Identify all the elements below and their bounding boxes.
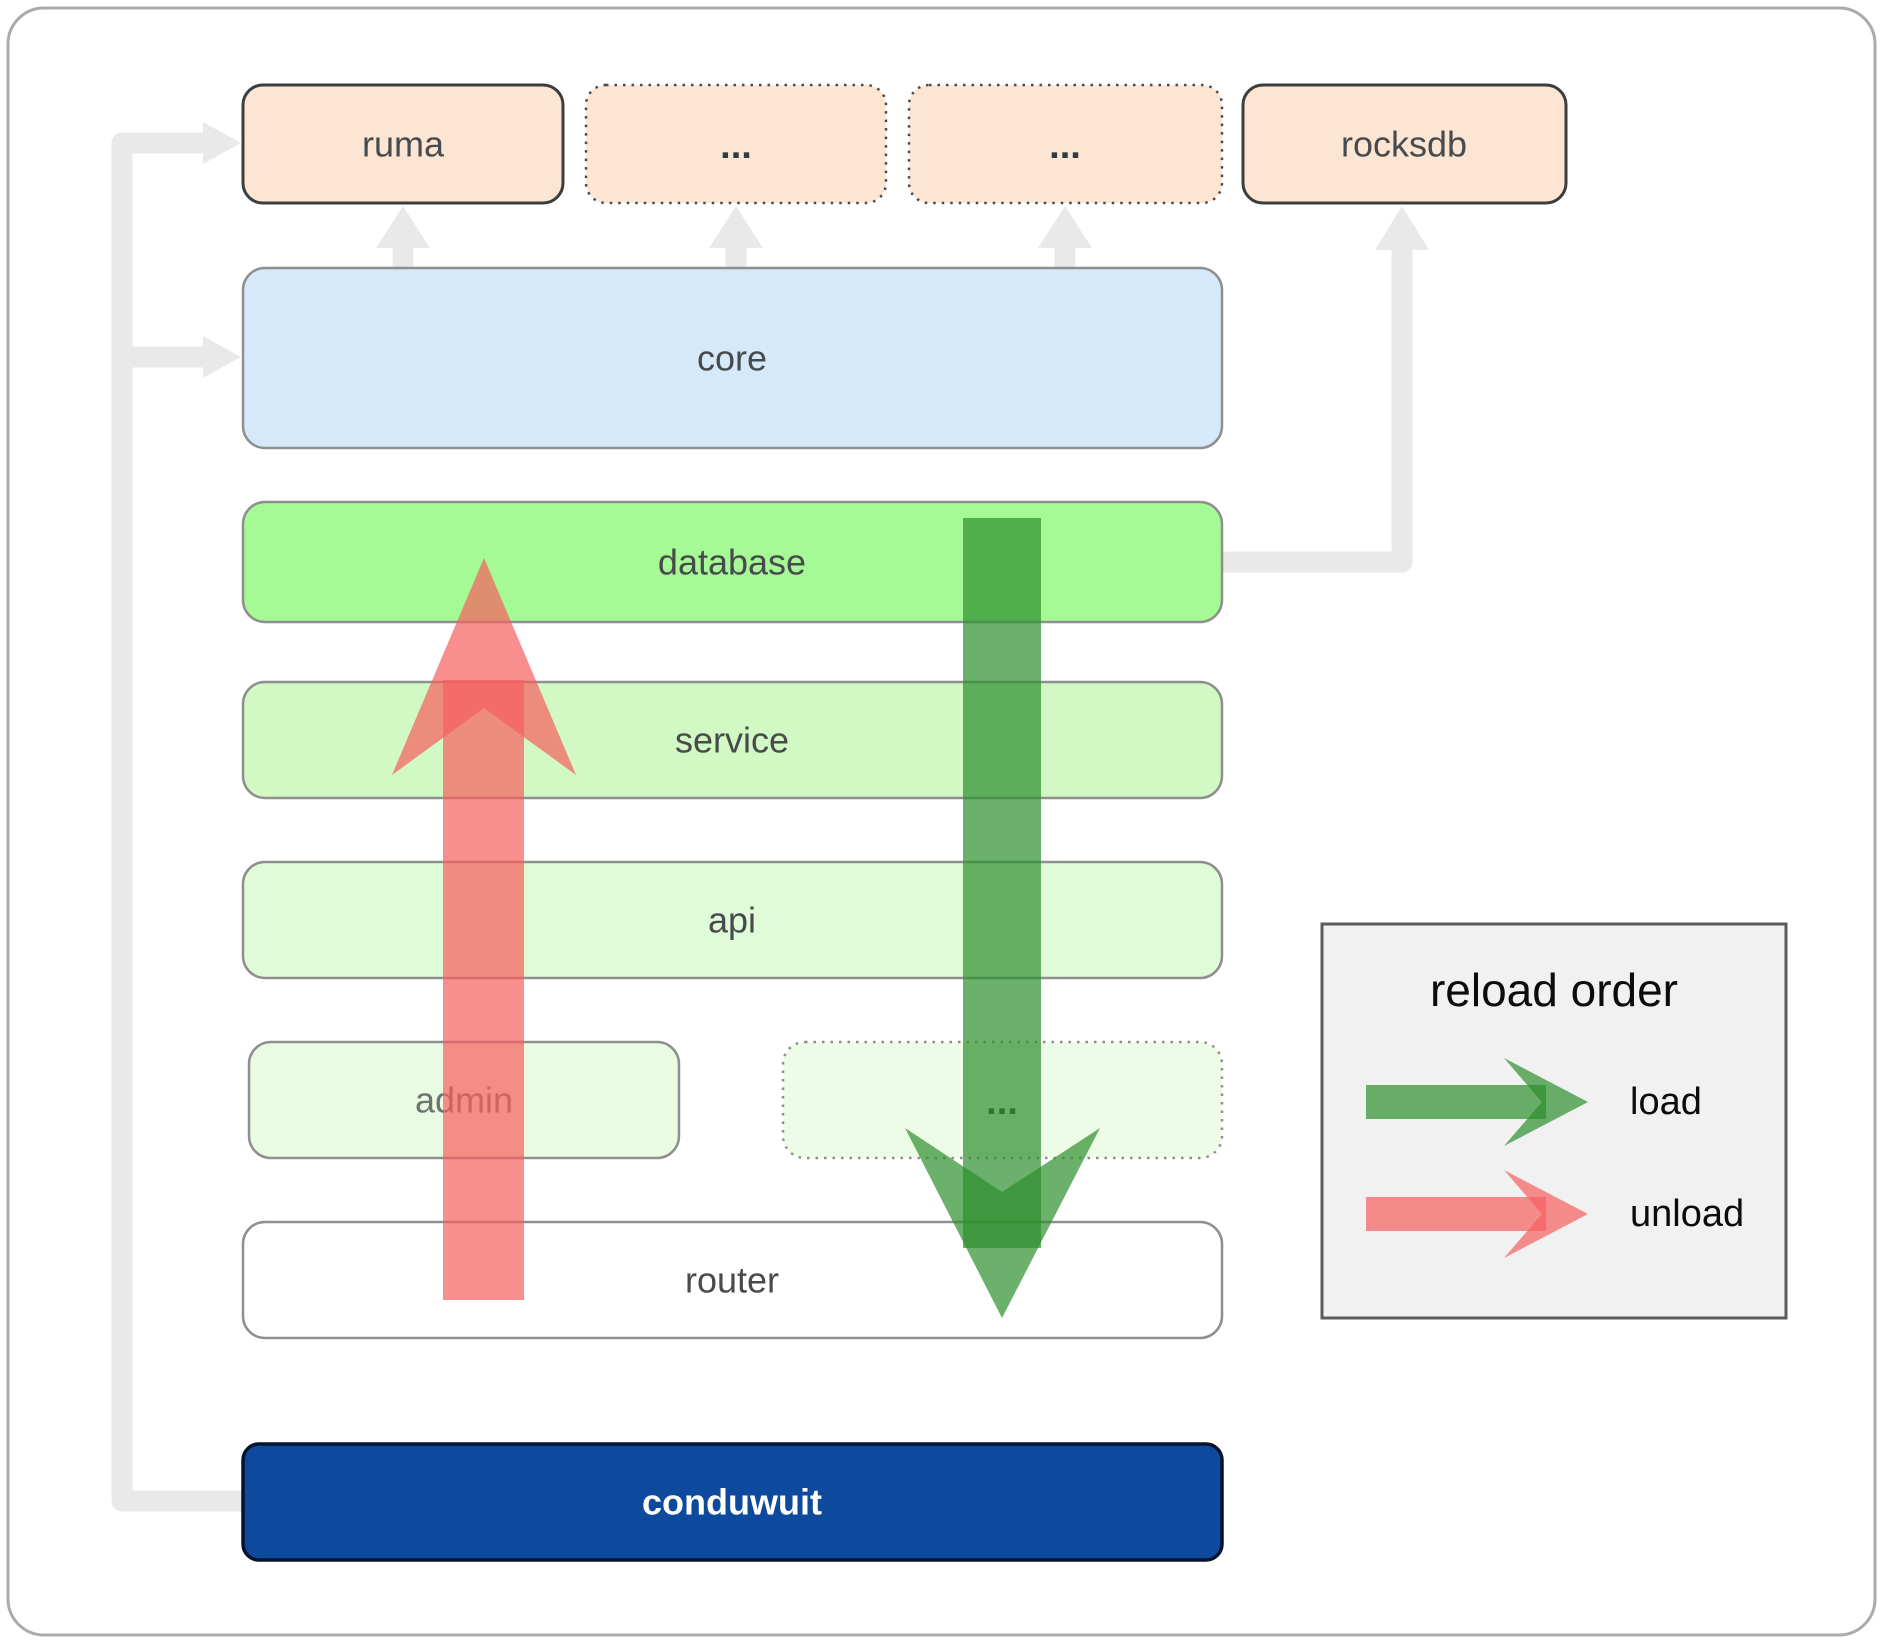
- connector-arrowheads: [203, 122, 1429, 378]
- node-ruma: [241, 83, 565, 205]
- connector-group: [111, 132, 1413, 1512]
- legend-box: [1320, 922, 1788, 1320]
- node-ext2: [907, 83, 1224, 205]
- node-core: [241, 266, 1224, 450]
- node-conduwuit-label: conduwuit: [642, 1482, 822, 1523]
- load-arrow: [905, 518, 1100, 1318]
- arrowhead-into-rocksdb: [1375, 206, 1429, 250]
- node-service-label: service: [675, 720, 789, 761]
- load-arrow-body: [963, 518, 1041, 1248]
- legend-load-label: load: [1630, 1081, 1702, 1123]
- node-ext2-label: ...: [1049, 125, 1081, 167]
- node-ext1-label: ...: [720, 125, 752, 167]
- legend-unload-arrow-body: [1366, 1197, 1546, 1231]
- diagram-canvas: [6, 6, 1877, 1637]
- unload-arrow: [392, 558, 576, 1300]
- connector-conduwuit-to-ruma-line: [111, 132, 243, 1512]
- legend-unload-arrow-icon: [1366, 1170, 1588, 1258]
- arrowhead-into-ruma: [203, 122, 241, 164]
- arrowhead-into-core: [203, 336, 241, 378]
- node-core-label: core: [697, 338, 767, 379]
- arrowhead-core-to-ruma: [376, 206, 430, 248]
- node-rocksdb: [1241, 83, 1568, 205]
- node-conduwuit: [241, 1442, 1224, 1562]
- legend-load-arrow-body: [1366, 1085, 1546, 1119]
- legend-unload-label: unload: [1630, 1193, 1744, 1235]
- load-arrow-head: [905, 1128, 1100, 1318]
- unload-arrow-body: [443, 680, 524, 1300]
- node-ext1: [584, 83, 888, 205]
- node-ruma-label: ruma: [362, 124, 445, 165]
- arrowhead-core-to-ext1: [709, 206, 763, 248]
- unload-arrow-head: [392, 558, 576, 775]
- legend-load-arrow-head: [1504, 1058, 1588, 1146]
- arrowhead-core-to-ext2: [1038, 206, 1092, 248]
- legend-load-arrow-icon: [1366, 1058, 1588, 1146]
- connector-database-to-rocksdb-line: [1223, 250, 1413, 573]
- node-database-label: database: [658, 542, 806, 583]
- legend: reload order load unload: [1320, 922, 1788, 1320]
- legend-unload-arrow-head: [1504, 1170, 1588, 1258]
- legend-title: reload order: [1430, 964, 1678, 1016]
- node-api-label: api: [708, 900, 756, 941]
- node-rocksdb-label: rocksdb: [1341, 124, 1467, 165]
- node-router-label: router: [685, 1260, 779, 1301]
